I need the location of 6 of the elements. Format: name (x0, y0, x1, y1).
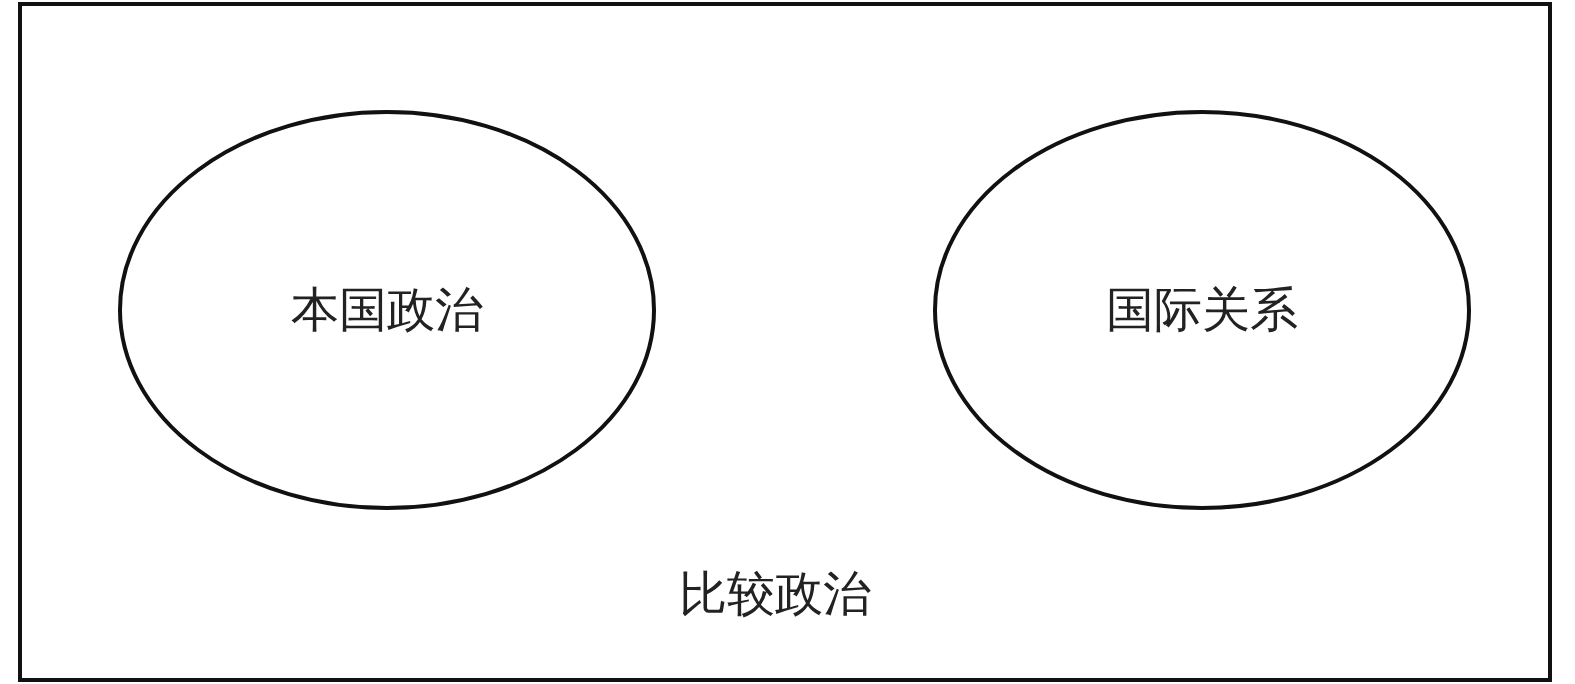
frame-box (18, 2, 1552, 682)
ellipse (933, 110, 1471, 510)
ellipse (118, 110, 656, 510)
ellipse-label: 国际关系 (1106, 280, 1298, 339)
frame-label: 比较政治 (679, 564, 871, 623)
ellipse-label: 本国政治 (291, 280, 483, 339)
